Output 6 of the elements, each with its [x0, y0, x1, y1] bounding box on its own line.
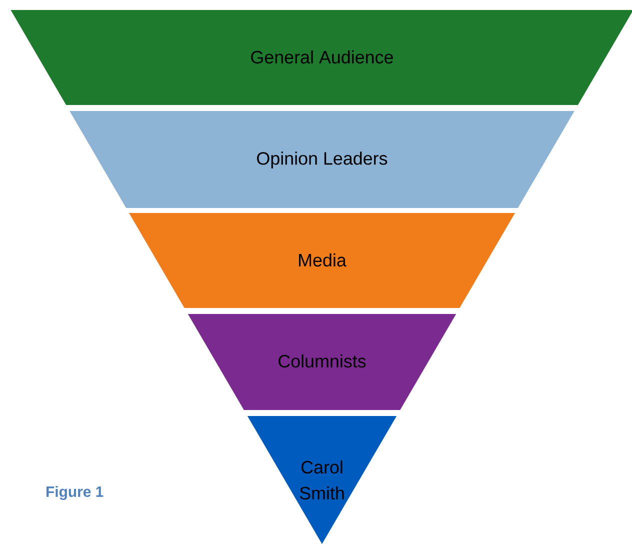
funnel-band: Media: [129, 213, 515, 308]
caption: Figure 1: [46, 486, 104, 500]
funnel-band: General Audience: [10, 10, 632, 105]
funnel-band: Opinion Leaders: [70, 111, 574, 208]
funnel-band: Carol Smith: [247, 416, 397, 544]
funnel-band: Columnists: [188, 314, 456, 410]
